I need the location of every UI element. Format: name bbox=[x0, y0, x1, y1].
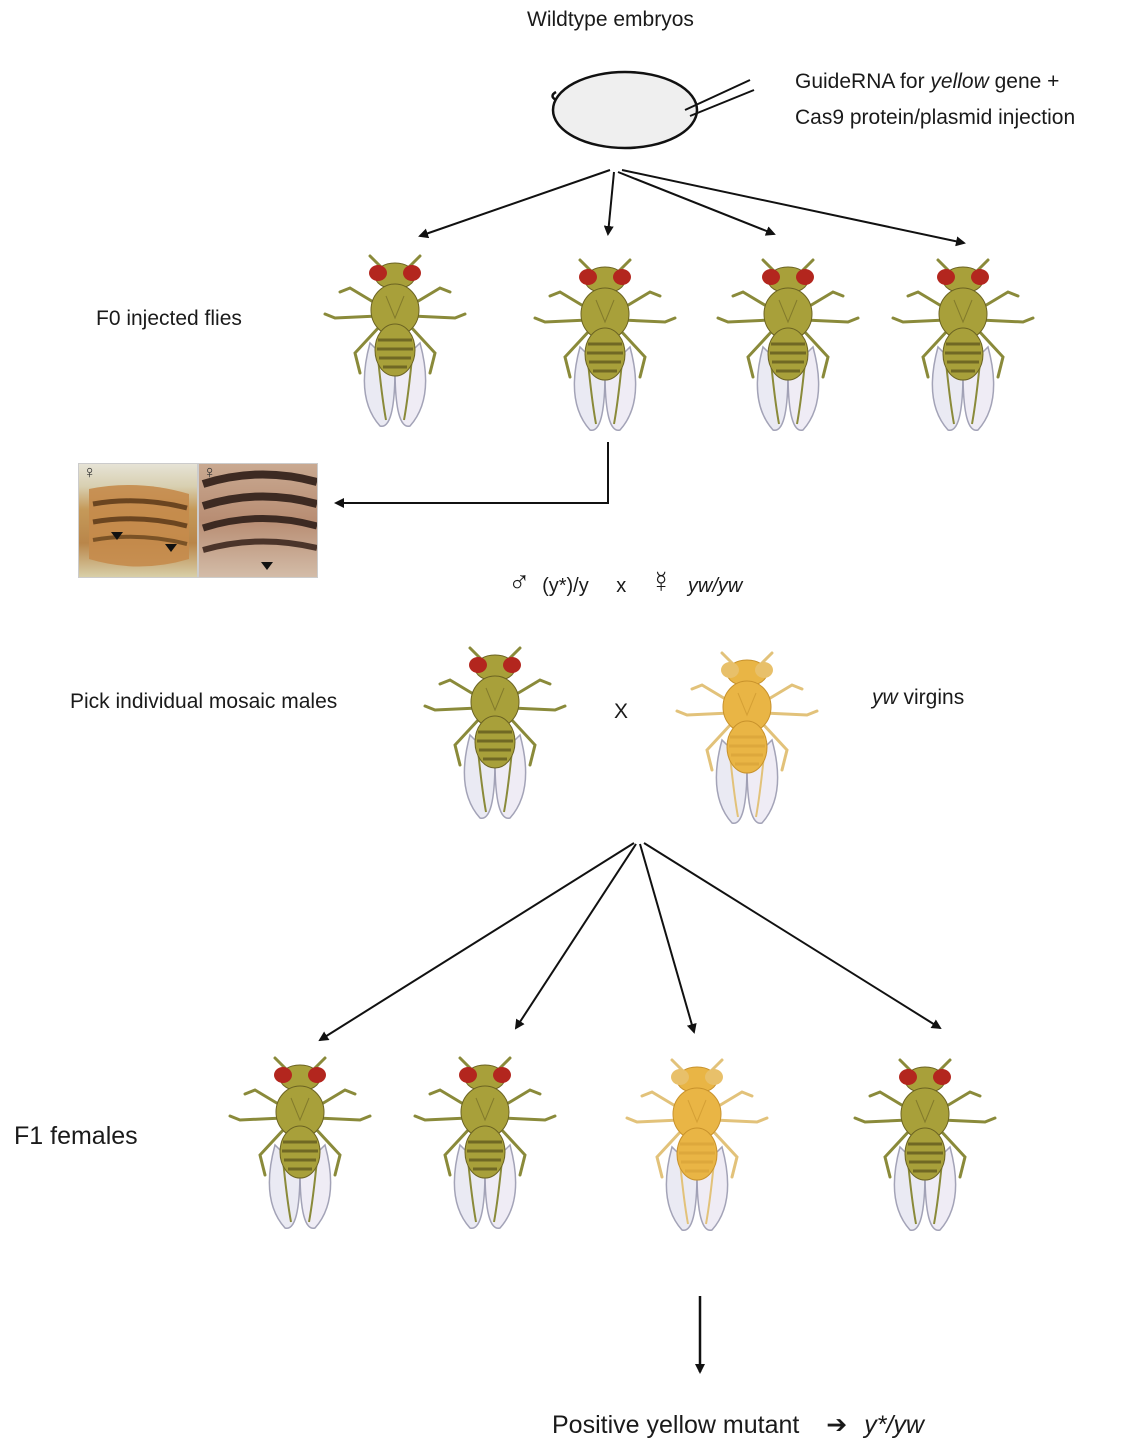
result-label: Positive yellow mutant ➔ y*/yw bbox=[552, 1410, 924, 1440]
female-genotype: yw/yw bbox=[688, 575, 742, 597]
wildtype-fly-icon bbox=[713, 252, 863, 442]
female-symbol-left: ♀ bbox=[83, 463, 97, 483]
injection-line1-post: gene + bbox=[989, 70, 1060, 93]
yw-virgins-label: yw virgins bbox=[872, 686, 964, 710]
injection-line2: Cas9 protein/plasmid injection bbox=[795, 106, 1075, 129]
male-symbol: ♂ bbox=[508, 566, 531, 599]
wildtype-fly-icon bbox=[850, 1052, 1000, 1242]
arrows-embryo-to-f0 bbox=[420, 170, 964, 243]
cross-x: X bbox=[614, 700, 628, 724]
yw-virgins-rest: virgins bbox=[898, 686, 965, 709]
arrow-f0-to-photo bbox=[336, 442, 608, 503]
result-arrow-icon: ➔ bbox=[826, 1411, 847, 1439]
wildtype-fly-icon bbox=[888, 252, 1038, 442]
arrows-cross-to-f1 bbox=[320, 843, 940, 1040]
abdomen-photo-left: ♀ bbox=[78, 463, 198, 578]
wildtype-fly-icon bbox=[320, 248, 470, 438]
result-genotype: y*/yw bbox=[864, 1411, 924, 1439]
wildtype-fly-icon bbox=[225, 1050, 375, 1240]
male-genotype: (y*)/y bbox=[542, 575, 589, 597]
embryo-icon bbox=[553, 72, 755, 148]
times-symbol: x bbox=[616, 575, 626, 597]
cross-genotype: ♂ (y*)/y x ☿ yw/yw bbox=[508, 566, 742, 600]
abdomen-photo-right: ♀ bbox=[198, 463, 318, 578]
injection-line1-gene: yellow bbox=[930, 70, 988, 93]
embryos-label: Wildtype embryos bbox=[527, 8, 694, 32]
injection-label: GuideRNA for yellow gene + Cas9 protein/… bbox=[795, 64, 1075, 136]
f0-label: F0 injected flies bbox=[96, 307, 242, 331]
yw-gene: yw bbox=[872, 686, 898, 709]
female-symbol-right: ♀ bbox=[203, 463, 217, 483]
yellow-fly-icon bbox=[622, 1052, 772, 1242]
result-text: Positive yellow mutant bbox=[552, 1411, 799, 1439]
injection-line1-pre: GuideRNA for bbox=[795, 70, 930, 93]
wildtype-fly-icon bbox=[530, 252, 680, 442]
wildtype-fly-icon bbox=[410, 1050, 560, 1240]
wildtype-fly-icon bbox=[420, 640, 570, 830]
female-symbol: ☿ bbox=[650, 566, 673, 599]
pick-males-label: Pick individual mosaic males bbox=[70, 690, 337, 714]
yellow-fly-icon bbox=[672, 645, 822, 835]
f1-label: F1 females bbox=[14, 1122, 138, 1151]
